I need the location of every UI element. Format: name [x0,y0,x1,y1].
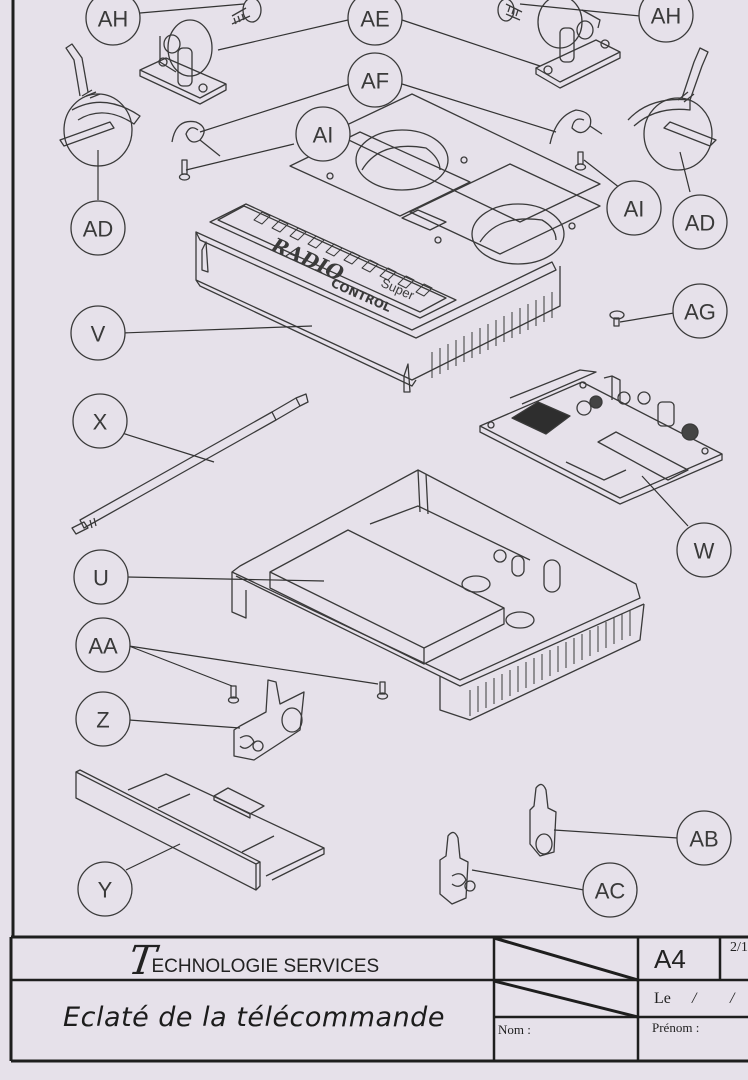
part-screw-ah-left [231,0,262,25]
part-contact-z [233,679,305,761]
part-control-stick-left [59,43,141,167]
part-screw-aa-right [376,681,389,700]
callout-circle [85,0,141,46]
callout-circle [347,52,403,108]
callout-label: AA [88,634,118,659]
date-separator-1: / [692,990,697,1007]
company-name-rest: ECHNOLOGIE SERVICES [151,956,380,977]
callout-aa: AA [75,617,131,673]
page-number: 2/1 [730,940,748,955]
callout-label: U [93,566,109,591]
callout-circle [676,522,732,578]
callout-circle [77,861,133,917]
callout-label: AI [624,197,645,222]
callout-circle [638,0,694,43]
part-contact-ab [529,783,557,857]
title-block-frame [9,935,748,1063]
callout-circle [75,617,131,673]
callout-label: W [694,539,715,564]
callout-ai-left: AI [295,106,351,162]
nom-field-label: Nom : [498,1022,531,1037]
part-battery-door [75,769,325,891]
callout-circle [70,305,126,361]
callout-circle [73,549,129,605]
part-potentiometer-left [139,19,227,105]
callout-circle [72,393,128,449]
callout-label: X [93,410,108,435]
leader-lines [97,3,691,891]
callout-ae: AE [347,0,403,46]
part-screw-aa-left [227,685,240,704]
part-screw-ai-right [574,151,587,171]
callout-label: AE [360,7,389,32]
part-control-stick-right [627,47,717,171]
callout-label: AH [98,7,129,32]
callout-z: Z [75,691,131,747]
callout-circle [75,691,131,747]
part-screw-ai-left [178,159,191,181]
callout-v: V [70,305,126,361]
callout-label: AD [685,211,716,236]
part-spring-right [549,109,603,145]
part-circuit-board [479,369,723,505]
callout-y: Y [77,861,133,917]
callout-label: V [91,322,106,347]
part-screw-ag [609,310,625,327]
date-label: Le [654,990,671,1007]
company-name: T ECHNOLOGIE SERVICES [15,938,493,984]
callout-w: W [676,522,732,578]
company-initial: T [125,938,159,984]
callout-circle [676,810,732,866]
callout-ab: AB [676,810,732,866]
part-contact-ac [439,831,476,905]
callout-ad-right: AD [672,194,728,250]
document-title: Eclaté de la télécommande [63,1001,445,1033]
callout-label: AC [595,879,626,904]
callout-ad-left: AD [70,200,126,256]
callout-circle [70,200,126,256]
callout-label: AG [684,300,716,325]
callout-ah-left: AH [85,0,141,46]
prenom-field-label: Prénom : [652,1020,700,1035]
callout-circle [295,106,351,162]
callout-label: AI [313,123,334,148]
callout-label: Y [98,878,113,903]
callout-circle [606,180,662,236]
part-potentiometer-right [535,0,621,89]
callout-ai-right: AI [606,180,662,236]
callout-u: U [73,549,129,605]
callout-ag: AG [672,283,728,339]
callout-label: AH [651,4,682,29]
callout-ac: AC [582,862,638,918]
date-separator-2: / [730,990,735,1007]
part-bottom-case [231,469,645,721]
callout-label: Z [96,708,109,733]
callout-circle [347,0,403,46]
paper-format: A4 [654,944,686,974]
callout-ah-right: AH [638,0,694,43]
callout-label: AB [689,827,718,852]
part-top-cover [195,93,601,393]
callout-x: X [72,393,128,449]
callout-circle [672,283,728,339]
part-screw-ah-right [497,0,523,22]
callout-circle [582,862,638,918]
part-antenna [71,393,309,535]
part-spring-left [171,120,221,157]
callout-circle [672,194,728,250]
callout-label: AF [361,69,389,94]
callout-af: AF [347,52,403,108]
callout-label: AD [83,217,114,242]
